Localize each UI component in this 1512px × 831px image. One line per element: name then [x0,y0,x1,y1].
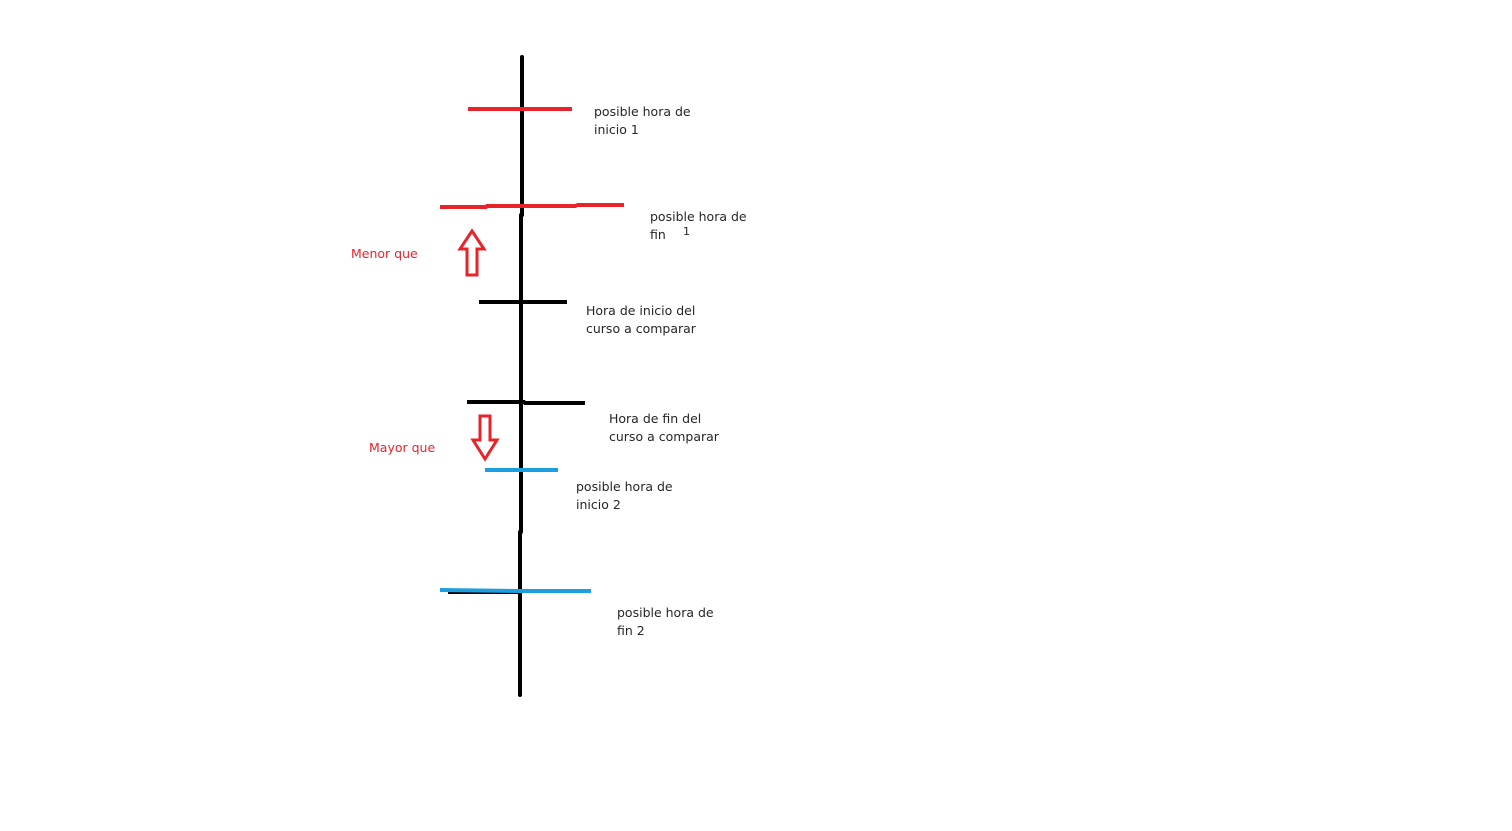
start2-label: posible hora de inicio 2 [576,478,673,514]
timeline-axis [518,55,524,697]
course-end-label-line2: curso a comparar [609,429,719,444]
course-start-label-line1: Hora de inicio del [586,303,696,318]
start1-label-line1: posible hora de [594,104,691,119]
greater-than-label: Mayor que [369,440,436,455]
less-than-label: Menor que [351,246,418,261]
start2-label-line1: posible hora de [576,479,673,494]
end2-label-line1: posible hora de [617,605,714,620]
end2-label: posible hora de fin 2 [617,604,714,640]
end1-tick [440,203,624,209]
end2-label-line2: fin 2 [617,623,645,638]
course-start-label: Hora de inicio del curso a comparar [586,302,696,338]
end1-label-line1: posible hora de [650,209,747,224]
end1-label: posible hora de fin [650,208,747,244]
course-end-label-line1: Hora de fin del [609,411,702,426]
course-end-tick [467,400,585,405]
start1-label: posible hora de inicio 1 [594,103,691,139]
start1-label-line2: inicio 1 [594,122,639,137]
end2-tick [439,588,591,593]
down-arrow-icon [470,414,500,462]
up-arrow-icon [457,228,487,277]
start2-label-line2: inicio 2 [576,497,621,512]
course-start-label-line2: curso a comparar [586,321,696,336]
course-end-label: Hora de fin del curso a comparar [609,410,719,446]
end1-label-number: 1 [683,225,690,238]
end1-label-line2: fin [650,227,666,242]
